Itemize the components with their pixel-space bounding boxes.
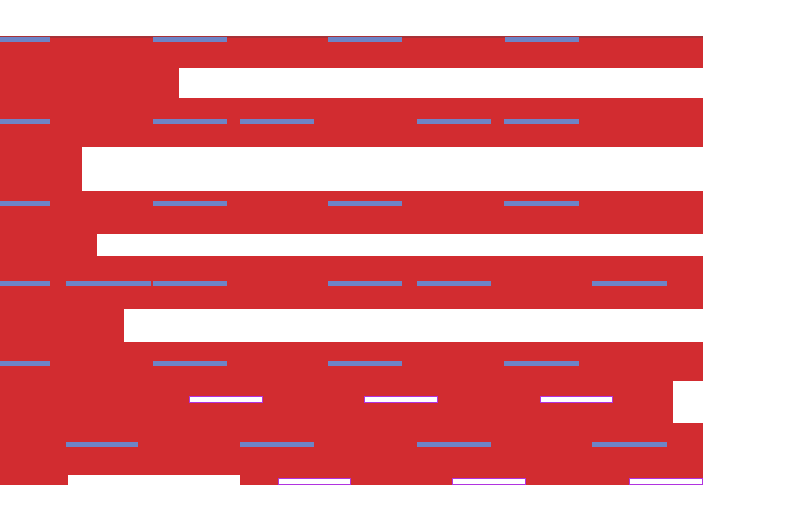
link-underline[interactable] [504,37,579,43]
background-gap [673,380,703,424]
link-underline[interactable] [0,119,50,125]
visited-link-underline[interactable] [540,396,614,403]
link-underline[interactable] [152,119,227,125]
link-underline[interactable] [0,280,50,286]
visited-link-underline[interactable] [452,478,526,485]
link-underline[interactable] [592,441,668,447]
link-underline[interactable] [592,280,668,286]
visited-link-underline[interactable] [628,478,703,485]
link-underline[interactable] [504,119,579,125]
link-underline[interactable] [0,361,50,366]
background-gap [82,146,703,191]
link-underline[interactable] [328,280,402,286]
link-underline[interactable] [0,37,50,43]
link-underline[interactable] [152,280,227,286]
link-underline[interactable] [328,37,402,43]
link-underline[interactable] [417,119,491,125]
link-underline[interactable] [240,441,315,447]
link-underline[interactable] [328,361,402,366]
highlight-block [0,36,703,485]
link-underline[interactable] [328,201,402,206]
background-gap [179,68,703,98]
highlight-top-edge [0,36,703,38]
link-underline[interactable] [152,201,227,206]
visited-link-underline[interactable] [278,478,351,485]
visited-link-underline[interactable] [189,396,264,403]
link-underline[interactable] [152,37,227,43]
link-underline[interactable] [504,361,579,366]
link-underline[interactable] [417,280,491,286]
link-underline[interactable] [0,201,50,206]
link-underline[interactable] [65,441,138,447]
link-underline[interactable] [152,361,227,366]
background-gap [124,309,703,342]
link-underline[interactable] [65,280,151,286]
visited-link-underline[interactable] [364,396,439,403]
background-gap [68,474,240,485]
link-underline[interactable] [240,119,315,125]
link-underline[interactable] [417,441,491,447]
link-underline[interactable] [504,201,579,206]
background-gap [97,234,703,256]
